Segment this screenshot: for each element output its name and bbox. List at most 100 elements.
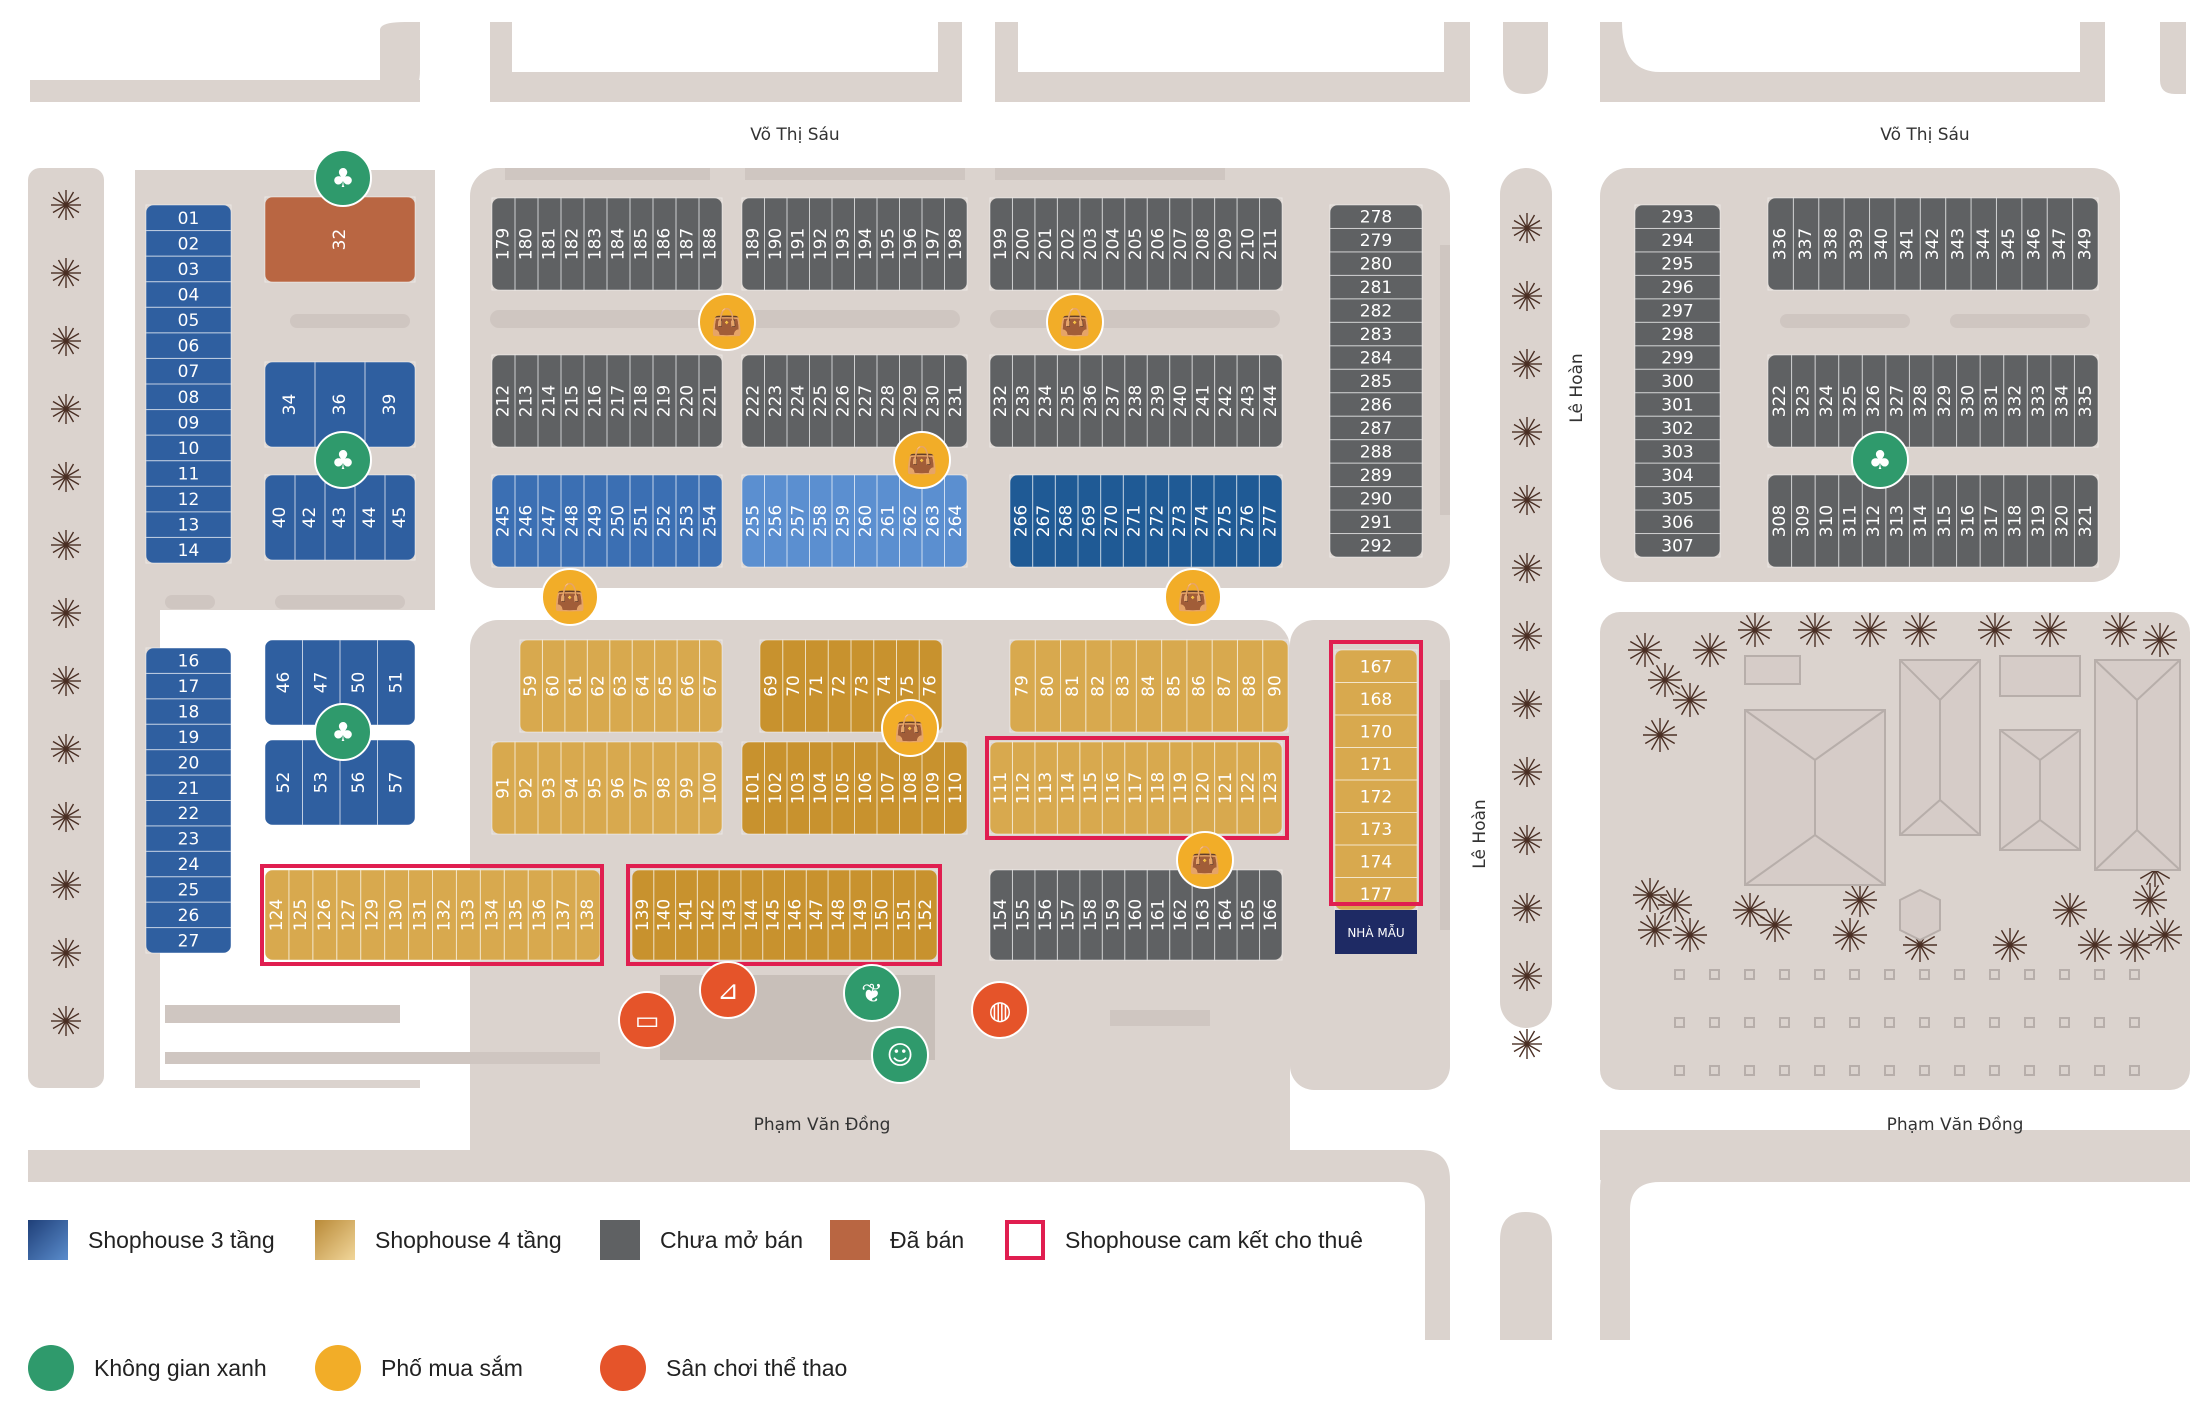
lot-309[interactable]: 309 bbox=[1791, 474, 1816, 568]
lot-190[interactable]: 190 bbox=[764, 197, 788, 291]
lot-123[interactable]: 123 bbox=[1259, 741, 1283, 835]
lot-99[interactable]: 99 bbox=[675, 741, 700, 835]
lot-297[interactable]: 297 bbox=[1634, 298, 1721, 323]
lot-222[interactable]: 222 bbox=[741, 354, 765, 448]
lot-329[interactable]: 329 bbox=[1932, 354, 1958, 448]
lot-93[interactable]: 93 bbox=[537, 741, 562, 835]
lot-170[interactable]: 170 bbox=[1334, 714, 1418, 748]
lot-208[interactable]: 208 bbox=[1191, 197, 1216, 291]
lot-130[interactable]: 130 bbox=[384, 869, 410, 961]
lot-27[interactable]: 27 bbox=[145, 927, 232, 954]
lot-209[interactable]: 209 bbox=[1214, 197, 1238, 291]
lot-218[interactable]: 218 bbox=[629, 354, 654, 448]
lot-84[interactable]: 84 bbox=[1135, 639, 1163, 733]
lot-189[interactable]: 189 bbox=[741, 197, 765, 291]
tree-icon[interactable]: ♣ bbox=[314, 149, 372, 207]
lot-182[interactable]: 182 bbox=[560, 197, 585, 291]
lot-117[interactable]: 117 bbox=[1124, 741, 1148, 835]
lot-199[interactable]: 199 bbox=[989, 197, 1013, 291]
lot-236[interactable]: 236 bbox=[1079, 354, 1103, 448]
lot-211[interactable]: 211 bbox=[1259, 197, 1283, 291]
lot-151[interactable]: 151 bbox=[892, 869, 916, 961]
lot-161[interactable]: 161 bbox=[1146, 869, 1171, 961]
lot-156[interactable]: 156 bbox=[1034, 869, 1058, 961]
lot-91[interactable]: 91 bbox=[491, 741, 516, 835]
football-field-icon[interactable]: ▭ bbox=[618, 991, 676, 1049]
lot-20[interactable]: 20 bbox=[145, 749, 232, 776]
lot-346[interactable]: 346 bbox=[2021, 197, 2048, 291]
lot-124[interactable]: 124 bbox=[264, 869, 290, 961]
lot-171[interactable]: 171 bbox=[1334, 747, 1418, 781]
lot-201[interactable]: 201 bbox=[1034, 197, 1058, 291]
lot-34[interactable]: 34 bbox=[264, 361, 316, 448]
lot-142[interactable]: 142 bbox=[696, 869, 720, 961]
lot-219[interactable]: 219 bbox=[652, 354, 677, 448]
lot-235[interactable]: 235 bbox=[1056, 354, 1081, 448]
lot-92[interactable]: 92 bbox=[514, 741, 539, 835]
lot-195[interactable]: 195 bbox=[876, 197, 900, 291]
lot-304[interactable]: 304 bbox=[1634, 462, 1721, 488]
lot-288[interactable]: 288 bbox=[1329, 439, 1423, 464]
lot-279[interactable]: 279 bbox=[1329, 227, 1423, 253]
lot-330[interactable]: 330 bbox=[1956, 354, 1981, 448]
lot-17[interactable]: 17 bbox=[145, 672, 232, 700]
lot-206[interactable]: 206 bbox=[1146, 197, 1171, 291]
lot-129[interactable]: 129 bbox=[360, 869, 386, 961]
lot-98[interactable]: 98 bbox=[652, 741, 677, 835]
lot-59[interactable]: 59 bbox=[519, 639, 543, 733]
lot-79[interactable]: 79 bbox=[1009, 639, 1036, 733]
lot-285[interactable]: 285 bbox=[1329, 368, 1423, 394]
shopping-bag-icon[interactable]: 👜 bbox=[893, 431, 951, 489]
lot-254[interactable]: 254 bbox=[698, 474, 723, 568]
lot-154[interactable]: 154 bbox=[989, 869, 1013, 961]
lot-271[interactable]: 271 bbox=[1122, 474, 1147, 568]
lot-311[interactable]: 311 bbox=[1838, 474, 1863, 568]
lot-16[interactable]: 16 bbox=[145, 647, 232, 674]
lot-303[interactable]: 303 bbox=[1634, 439, 1721, 464]
lot-349[interactable]: 349 bbox=[2072, 197, 2099, 291]
lot-298[interactable]: 298 bbox=[1634, 321, 1721, 347]
lot-45[interactable]: 45 bbox=[384, 474, 416, 561]
lot-119[interactable]: 119 bbox=[1169, 741, 1193, 835]
lot-83[interactable]: 83 bbox=[1110, 639, 1137, 733]
lot-221[interactable]: 221 bbox=[698, 354, 723, 448]
lot-220[interactable]: 220 bbox=[675, 354, 700, 448]
lot-60[interactable]: 60 bbox=[541, 639, 566, 733]
lot-255[interactable]: 255 bbox=[741, 474, 765, 568]
lot-291[interactable]: 291 bbox=[1329, 509, 1423, 535]
lot-42[interactable]: 42 bbox=[294, 474, 326, 561]
lot-328[interactable]: 328 bbox=[1908, 354, 1934, 448]
lot-339[interactable]: 339 bbox=[1843, 197, 1871, 291]
lot-19[interactable]: 19 bbox=[145, 723, 232, 751]
lot-22[interactable]: 22 bbox=[145, 800, 232, 827]
lot-258[interactable]: 258 bbox=[809, 474, 833, 568]
lot-336[interactable]: 336 bbox=[1767, 197, 1794, 291]
basketball-icon[interactable]: ◍ bbox=[971, 981, 1029, 1039]
lot-231[interactable]: 231 bbox=[944, 354, 968, 448]
lot-136[interactable]: 136 bbox=[527, 869, 553, 961]
lot-71[interactable]: 71 bbox=[805, 639, 829, 733]
lot-159[interactable]: 159 bbox=[1101, 869, 1126, 961]
lot-141[interactable]: 141 bbox=[675, 869, 698, 961]
lot-63[interactable]: 63 bbox=[609, 639, 633, 733]
lot-90[interactable]: 90 bbox=[1262, 639, 1289, 733]
lot-347[interactable]: 347 bbox=[2046, 197, 2074, 291]
lot-126[interactable]: 126 bbox=[312, 869, 338, 961]
lot-131[interactable]: 131 bbox=[408, 869, 434, 961]
lot-52[interactable]: 52 bbox=[264, 739, 303, 826]
lot-324[interactable]: 324 bbox=[1814, 354, 1840, 448]
lot-11[interactable]: 11 bbox=[145, 460, 232, 487]
lot-283[interactable]: 283 bbox=[1329, 321, 1423, 347]
lot-341[interactable]: 341 bbox=[1894, 197, 1921, 291]
playground-slide-icon[interactable]: ⊿ bbox=[699, 961, 757, 1019]
lot-145[interactable]: 145 bbox=[762, 869, 786, 961]
shopping-bag-icon[interactable]: 👜 bbox=[698, 293, 756, 351]
lot-202[interactable]: 202 bbox=[1056, 197, 1081, 291]
tree-icon[interactable]: ♣ bbox=[1851, 431, 1909, 489]
lot-243[interactable]: 243 bbox=[1236, 354, 1261, 448]
lot-104[interactable]: 104 bbox=[809, 741, 833, 835]
lot-105[interactable]: 105 bbox=[831, 741, 855, 835]
lot-256[interactable]: 256 bbox=[764, 474, 788, 568]
lot-172[interactable]: 172 bbox=[1334, 779, 1418, 813]
lot-139[interactable]: 139 bbox=[631, 869, 655, 961]
